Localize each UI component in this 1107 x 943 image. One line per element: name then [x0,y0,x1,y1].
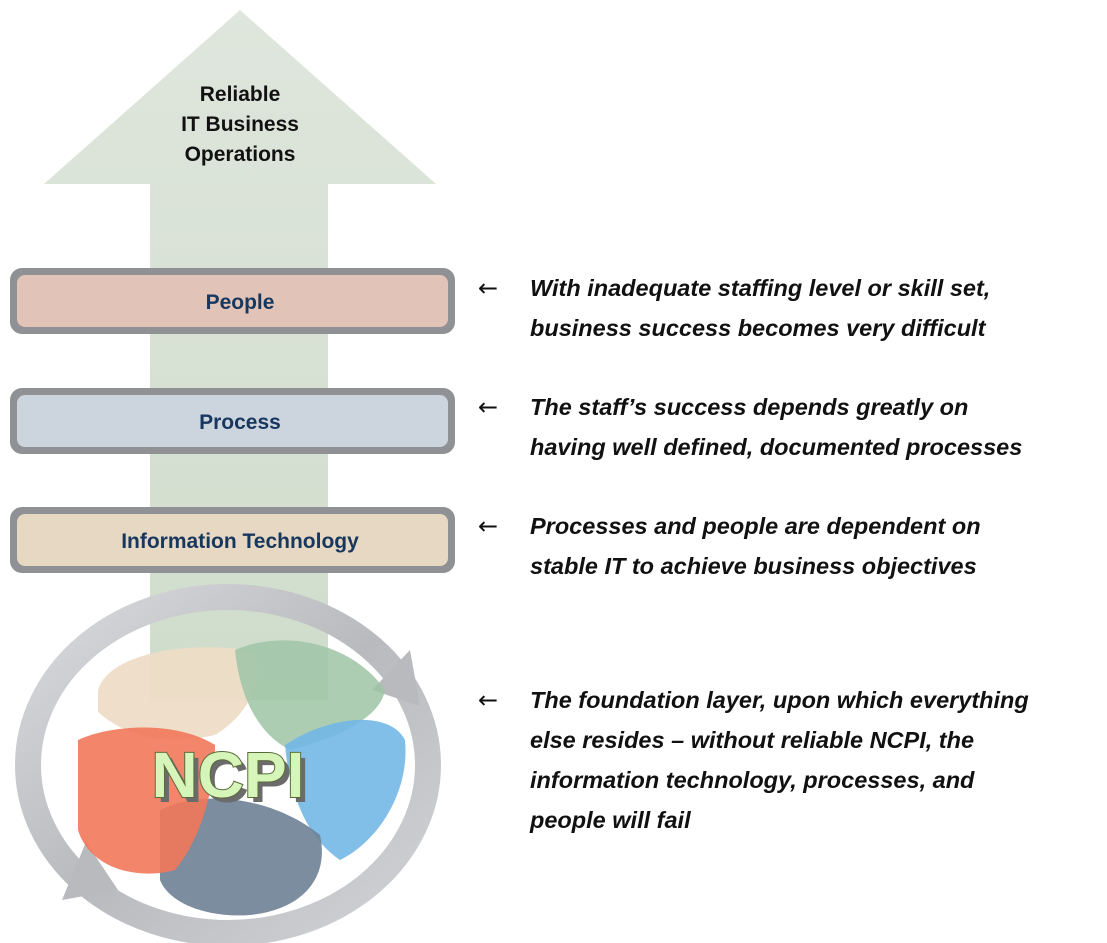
layer-label-people: People [206,291,275,314]
note-text-information-technology: Processes and people are dependent on st… [530,513,981,579]
petal-blue [285,719,406,860]
goal-text: Reliable IT Business Operations [181,83,299,166]
left-arrow-icon: ← [478,274,499,302]
note-text-process: The staff’s success depends greatly on h… [530,394,1023,460]
ncpi-label-shadow: NCPI [157,744,310,816]
note-process: ← The staff’s success depends greatly on… [478,387,1107,467]
left-arrow-icon: ← [478,512,499,540]
ncpi-label: NCPI [152,739,305,811]
left-arrow-icon: ← [478,393,499,421]
layer-people: People [10,268,455,334]
note-text-people: With inadequate staffing level or skill … [530,275,991,341]
layer-label-information-technology: Information Technology [121,530,359,553]
note-ncpi: ← The foundation layer, upon which every… [478,680,1107,840]
goal-line-3: Operations [185,143,296,166]
note-text-ncpi: The foundation layer, upon which everyth… [530,687,1029,833]
left-arrow-icon: ← [478,686,499,714]
layer-process: Process [10,388,455,454]
note-people: ← With inadequate staffing level or skil… [478,268,1107,348]
note-information-technology: ← Processes and people are dependent on … [478,506,1107,586]
goal-line-2: IT Business [181,113,299,136]
petal-tan [98,647,258,740]
cycle-arrowhead-bottom-icon [62,842,118,900]
petal-slate [160,798,322,916]
upward-arrow [44,10,436,700]
ncpi-foundation: NCPI NCPI [15,584,441,943]
cycle-ring [15,584,441,943]
goal-line-1: Reliable [200,83,281,106]
petal-red [78,727,215,874]
layer-information-technology: Information Technology [10,507,455,573]
layer-label-process: Process [199,411,281,434]
